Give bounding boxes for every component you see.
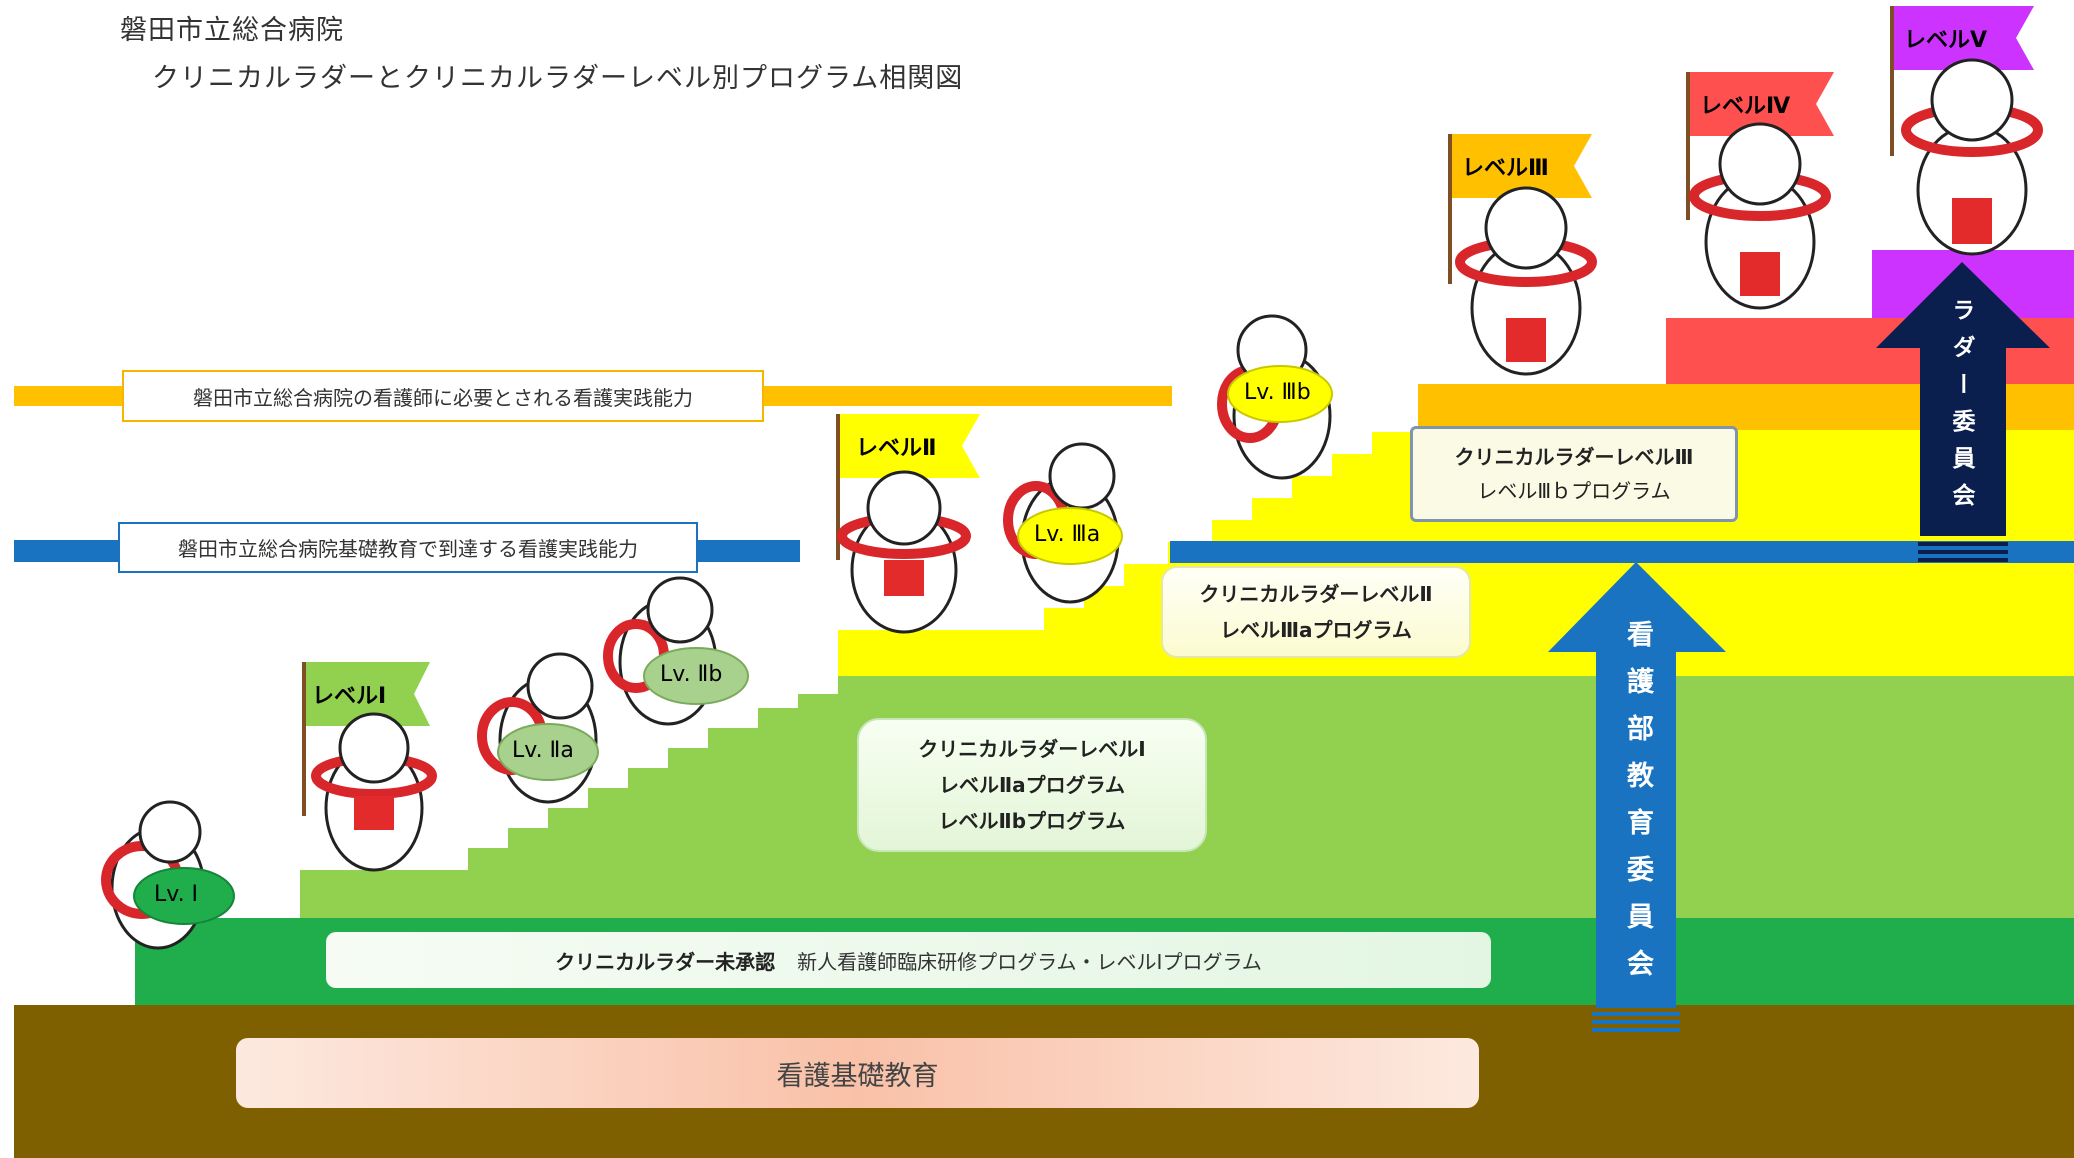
program-title: クリニカルラダーレベルⅠ [918,737,1146,761]
program-box-newbie: クリニカルラダー未承認 新人看護師臨床研修プログラム・レベルⅠプログラム [326,932,1491,988]
required-ability-label: 磐田市立総合病院の看護師に必要とされる看護実践能力 [122,370,764,422]
basic-ability-label: 磐田市立総合病院基礎教育で到達する看護実践能力 [118,522,698,573]
program-item: 新人看護師臨床研修プログラム・レベルⅠプログラム [797,949,1262,974]
flag-label-3: レベルⅢ [1462,156,1549,181]
flag-icon [1690,72,1834,136]
program-box-level-3: クリニカルラダーレベルⅢ レベルⅢｂプログラム [1410,426,1738,522]
program-title: クリニカルラダーレベルⅡ [1199,582,1433,606]
dog-mascot-icon [1689,122,1831,310]
page-subtitle: クリニカルラダーとクリニカルラダーレベル別プログラム相関図 [152,63,964,94]
dog-mascot-icon [1901,58,2043,256]
oval-label-lv3a: Lv. Ⅲa [1034,522,1101,547]
up-arrow-icon [1548,562,1726,1008]
flag-icon [306,662,430,726]
program-item: レベルⅢaプログラム [1220,618,1412,642]
oval-label-lv3b: Lv. Ⅲb [1244,380,1311,405]
flag-level-1 [302,662,430,816]
program-box-level-2: クリニカルラダーレベルⅡ レベルⅢaプログラム [1161,566,1471,658]
oval-shape [1017,507,1123,565]
oval-label-lv2b: Lv. Ⅱb [660,662,723,687]
flag-label-1: レベルⅠ [312,684,387,709]
program-item: レベルⅡaプログラム [938,773,1126,797]
program-title: クリニカルラダー未承認 [555,949,776,974]
oval-shape [643,647,749,705]
flag-level-5 [1890,6,2034,156]
flag-icon [840,414,980,478]
program-item: レベルⅢｂプログラム [1477,479,1671,503]
flag-level-3 [1448,134,1592,284]
program-item: レベルⅡbプログラム [938,809,1126,833]
oval-lv3b [1227,365,1333,423]
oval-lv2a [497,723,599,781]
oval-shape [133,867,235,925]
flag-label-2: レベルⅡ [856,436,937,461]
dog-mascot-icon [311,712,437,872]
oval-lv3a [1017,507,1123,565]
basic-education-box: 看護基礎教育 [236,1038,1479,1108]
oval-lv2b [643,647,749,705]
oval-label-lv1: Lv. Ⅰ [154,882,199,907]
flag-icon [1452,134,1592,198]
flag-level-4 [1686,72,1834,220]
dog-mascot-icon [1455,186,1597,376]
band-blue-right [1170,541,2074,563]
oval-label-lv2a: Lv. Ⅱa [512,738,574,763]
program-box-level-1: クリニカルラダーレベルⅠ レベルⅡaプログラム レベルⅡbプログラム [857,718,1207,852]
ladder-committee-label: ラダー委員会 [1948,298,1974,520]
flag-label-4: レベルⅣ [1700,94,1791,119]
nursing-education-committee-label: 看護部教育委員会 [1622,620,1653,996]
flag-icon [1894,6,2034,70]
dog-mascot-icon [837,470,971,634]
program-title: クリニカルラダーレベルⅢ [1454,445,1694,469]
oval-shape [497,723,599,781]
oval-shape [1227,365,1333,423]
page-title: 磐田市立総合病院 [120,15,344,46]
oval-lv1 [133,867,235,925]
flag-label-5: レベルⅤ [1904,28,1988,53]
up-arrow-icon [1876,262,2050,536]
